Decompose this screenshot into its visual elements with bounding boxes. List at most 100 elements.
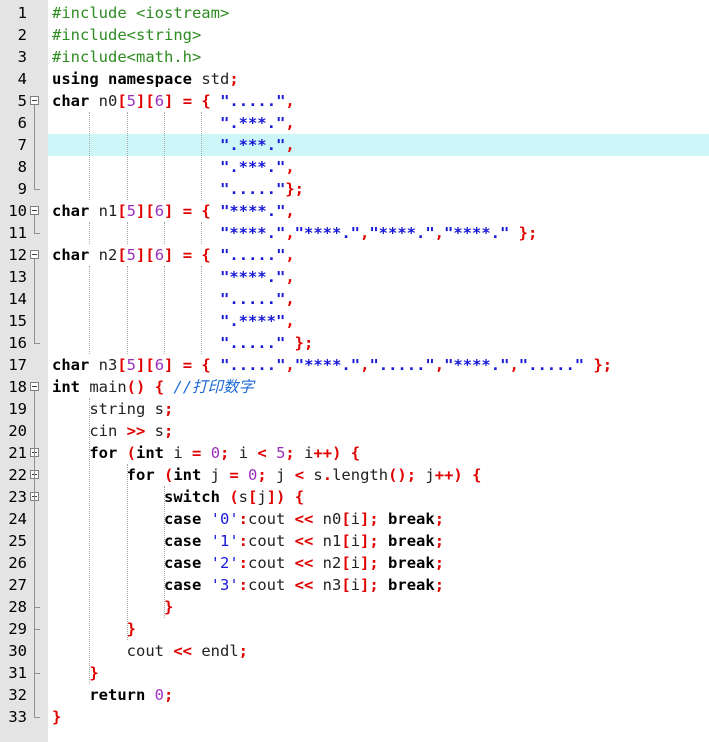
code-token: char <box>52 356 90 374</box>
code-line[interactable]: ".***.", <box>52 156 295 178</box>
code-token: , <box>285 158 295 176</box>
code-token: , <box>285 136 295 154</box>
code-token <box>220 488 229 506</box>
code-line[interactable]: char n0[5][6] = { ".....", <box>52 90 295 112</box>
code-line[interactable]: case '1':cout << n1[i]; break; <box>52 530 444 552</box>
code-line[interactable]: cout << endl; <box>52 640 248 662</box>
code-token: #include<math.h> <box>52 48 202 66</box>
indent-guide <box>89 398 90 684</box>
code-token: }; <box>294 334 314 352</box>
code-line[interactable]: int main() { //打印数字 <box>52 376 254 398</box>
fold-toggle-icon[interactable] <box>30 250 39 259</box>
code-token <box>173 356 182 374</box>
code-token: ( <box>126 444 137 462</box>
code-line[interactable]: } <box>52 706 61 728</box>
line-number: 22 <box>8 466 27 484</box>
code-token: int <box>173 466 202 484</box>
code-token: s <box>238 488 249 506</box>
line-number: 17 <box>8 356 27 374</box>
line-number: 5 <box>17 92 27 110</box>
code-token: "****." <box>294 356 361 374</box>
indent-guide <box>164 266 165 354</box>
code-token <box>52 686 89 704</box>
line-number: 8 <box>17 158 27 176</box>
code-line[interactable]: } <box>52 618 136 640</box>
code-token: , <box>285 312 295 330</box>
fold-toggle-icon[interactable] <box>30 96 39 105</box>
line-number: 9 <box>17 180 27 198</box>
code-token: 5 <box>126 356 137 374</box>
code-line[interactable]: string s; <box>52 398 173 420</box>
code-token <box>239 466 248 484</box>
code-line[interactable]: using namespace std; <box>52 68 239 90</box>
code-line[interactable]: switch (s[j]) { <box>52 486 304 508</box>
code-token: ; <box>434 576 445 594</box>
code-token: endl <box>192 642 239 660</box>
fold-end <box>34 673 40 674</box>
code-line[interactable]: #include<math.h> <box>52 46 201 68</box>
code-line[interactable]: "****.", <box>52 266 295 288</box>
code-token: 5 <box>126 202 137 220</box>
code-line[interactable]: char n2[5][6] = { ".....", <box>52 244 295 266</box>
line-number: 23 <box>8 488 27 506</box>
code-token <box>52 224 220 242</box>
line-number: 12 <box>8 246 27 264</box>
code-line[interactable]: return 0; <box>52 684 173 706</box>
code-line[interactable]: "....."}; <box>52 178 304 200</box>
code-token: < <box>257 444 267 462</box>
code-line[interactable]: #include <iostream> <box>52 2 229 24</box>
code-line[interactable]: cin >> s; <box>52 420 173 442</box>
code-token <box>211 202 220 220</box>
line-number: 15 <box>8 312 27 330</box>
code-token: case <box>163 554 202 572</box>
code-token: ] <box>164 356 174 374</box>
code-token <box>52 576 164 594</box>
code-token <box>201 532 210 550</box>
code-line[interactable]: } <box>52 662 98 684</box>
code-token: () <box>126 378 146 396</box>
indent-guide <box>89 222 90 244</box>
line-number: 16 <box>8 334 27 352</box>
code-token: [ <box>248 488 258 506</box>
code-token: = <box>229 466 239 484</box>
code-line[interactable]: ".....", <box>52 288 295 310</box>
code-token: [ <box>117 92 127 110</box>
code-token: ; <box>229 70 239 88</box>
code-line[interactable]: ".****", <box>52 310 295 332</box>
code-token: , <box>434 356 445 374</box>
code-line[interactable]: case '3':cout << n3[i]; break; <box>52 574 444 596</box>
fold-toggle-icon[interactable] <box>30 206 39 215</box>
code-token: 6 <box>154 202 165 220</box>
code-line[interactable]: case '2':cout << n2[i]; break; <box>52 552 444 574</box>
code-line[interactable]: for (int i = 0; i < 5; i++) { <box>52 442 360 464</box>
code-token: 6 <box>154 246 165 264</box>
code-token <box>267 444 276 462</box>
code-line[interactable]: case '0':cout << n0[i]; break; <box>52 508 444 530</box>
fold-line <box>34 105 35 189</box>
code-line[interactable]: ".***.", <box>52 112 295 134</box>
code-token: ".****" <box>219 312 286 330</box>
code-token: , <box>285 290 295 308</box>
code-line[interactable]: char n3[5][6] = { ".....","****.",".....… <box>52 354 612 376</box>
code-line[interactable]: ".***.", <box>52 134 295 156</box>
code-line[interactable]: "****.","****.","****.","****." }; <box>52 222 537 244</box>
fold-end <box>34 233 40 234</box>
indent-guide <box>201 266 202 354</box>
code-token: ; <box>434 554 445 572</box>
code-line[interactable]: #include<string> <box>52 24 201 46</box>
code-token: ][ <box>136 246 155 264</box>
code-line[interactable]: for (int j = 0; j < s.length(); j++) { <box>52 464 482 486</box>
code-line[interactable]: char n1[5][6] = { "****.", <box>52 200 295 222</box>
line-number: 27 <box>8 576 27 594</box>
code-token <box>52 180 220 198</box>
code-line[interactable]: } <box>52 596 173 618</box>
code-token: #include<string> <box>52 26 202 44</box>
code-token <box>145 378 154 396</box>
fold-toggle-icon[interactable] <box>30 382 39 391</box>
code-line[interactable]: "....." }; <box>52 332 313 354</box>
code-token: ; <box>285 444 295 462</box>
code-token: char <box>52 246 90 264</box>
indent-guide <box>89 112 90 200</box>
code-token: //打印数字 <box>173 378 255 396</box>
